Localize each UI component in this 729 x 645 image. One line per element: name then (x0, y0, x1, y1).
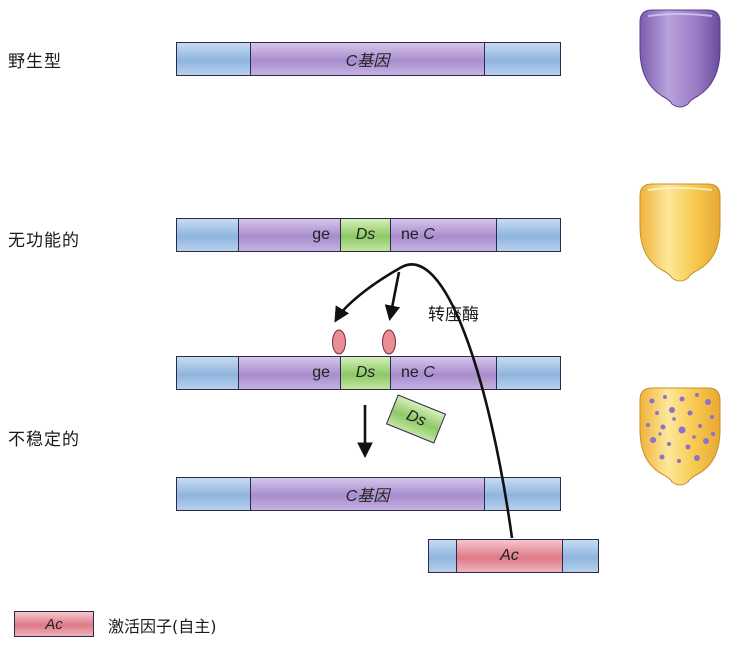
split-gene-left-label: ge (312, 226, 330, 243)
legend-ac-box-label: Ac (45, 615, 63, 633)
purple-kernel-icon (639, 9, 721, 108)
gene-flank-right (563, 540, 598, 572)
gene-flank-left (177, 43, 251, 75)
c-gene-segment: C基因 (251, 478, 485, 510)
nonfunctional-gene-bar: ge Ds ne C (176, 218, 561, 252)
nonfunctional-label: 无功能的 (8, 231, 80, 251)
split-gene-left: ge (239, 357, 341, 389)
cut-site-right (382, 329, 396, 355)
transposase-label: 转座酶 (428, 305, 479, 325)
ac-element: Ac (457, 540, 563, 572)
spotted-kernel-icon (639, 387, 721, 486)
ac-label: Ac (500, 547, 519, 564)
split-gene-right-prefix: ne (401, 226, 424, 243)
ds-label: Ds (355, 364, 376, 381)
split-gene-right: ne C (391, 357, 497, 389)
legend-ac-box: Ac (15, 612, 93, 636)
legend-ac-text: 激活因子(自主) (108, 617, 217, 636)
yellow-kernel-icon (639, 183, 721, 282)
ds-element: Ds (341, 357, 391, 389)
split-gene-right: ne C (391, 219, 497, 251)
c-gene-label: C基因 (345, 488, 390, 505)
gene-flank-right (485, 478, 560, 510)
gene-flank-left (177, 357, 239, 389)
split-gene-right-prefix: ne (401, 364, 424, 381)
excision-gene-bar: ge Ds ne C (176, 356, 561, 390)
ac-gene-bar: Ac (428, 539, 599, 573)
gene-flank-right (485, 43, 560, 75)
wildtype-gene-bar: C基因 (176, 42, 561, 76)
restored-gene-bar: C基因 (176, 477, 561, 511)
gene-flank-right (497, 357, 560, 389)
ds-element: Ds (341, 219, 391, 251)
c-gene-label: C基因 (345, 53, 390, 70)
unstable-label: 不稳定的 (8, 430, 80, 450)
split-gene-right-gene: C (423, 226, 435, 243)
ds-label: Ds (355, 226, 376, 243)
gene-flank-right (497, 219, 560, 251)
split-gene-left-label: ge (312, 364, 330, 381)
split-gene-right-gene: C (423, 364, 435, 381)
gene-flank-left (429, 540, 457, 572)
cut-site-left (332, 329, 346, 355)
split-gene-left: ge (239, 219, 341, 251)
gene-flank-left (177, 219, 239, 251)
transposase-arrow-right (384, 271, 401, 322)
transposase-arc (334, 263, 514, 539)
c-gene-segment: C基因 (251, 43, 485, 75)
wildtype-label: 野生型 (8, 52, 62, 72)
gene-flank-left (177, 478, 251, 510)
legend-ac-swatch: Ac (14, 611, 94, 637)
